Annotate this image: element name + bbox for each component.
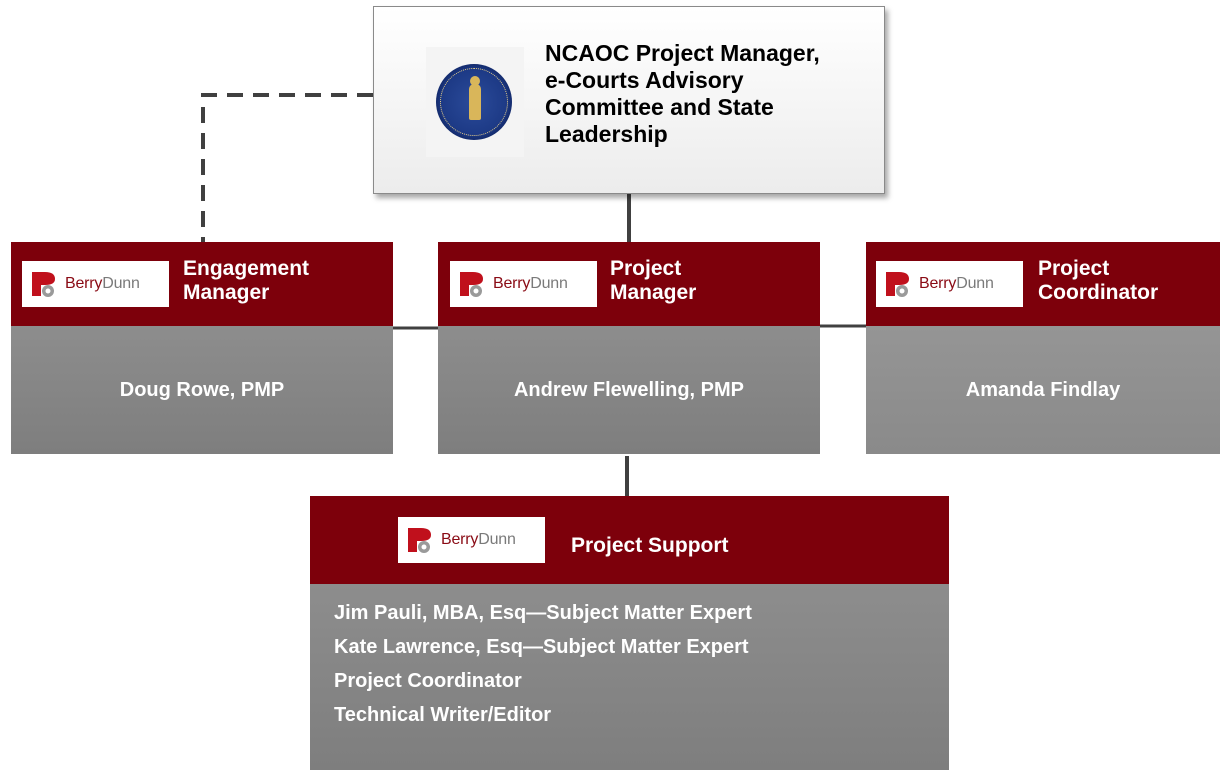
berrydunn-logo: BerryDunn: [22, 261, 169, 307]
project-manager-title: Project Manager: [610, 257, 697, 304]
dashed-connector: [201, 93, 373, 242]
engagement-manager-header: BerryDunn Engagement Manager: [11, 242, 393, 326]
berrydunn-logo: BerryDunn: [876, 261, 1023, 307]
leadership-box: NCAOC Project Manager, e-Courts Advisory…: [373, 6, 885, 194]
list-item: Technical Writer/Editor: [334, 704, 552, 726]
project-coordinator-title: Project Coordinator: [1038, 257, 1159, 304]
project-manager-header: BerryDunn Project Manager: [438, 242, 820, 326]
berrydunn-logo-icon: [32, 272, 55, 297]
project-support-members: Jim Pauli, MBA, Esq—Subject Matter Exper…: [310, 584, 949, 770]
project-manager-name: Andrew Flewelling, PMP: [438, 326, 820, 454]
berrydunn-logo-icon: [408, 528, 431, 553]
seal-container: [426, 47, 524, 157]
berrydunn-logo: BerryDunn: [398, 517, 545, 563]
court-seal-icon: [436, 64, 512, 140]
engagement-manager-title: Engagement Manager: [183, 257, 310, 304]
leadership-title: NCAOC Project Manager, e-Courts Advisory…: [545, 40, 820, 147]
engagement-manager-name: Doug Rowe, PMP: [11, 326, 393, 454]
berrydunn-logo-icon: [460, 272, 483, 297]
berrydunn-logo-icon: [886, 272, 909, 297]
project-coordinator-name: Amanda Findlay: [866, 326, 1220, 454]
list-item: Jim Pauli, MBA, Esq—Subject Matter Exper…: [334, 602, 752, 624]
list-item: Kate Lawrence, Esq—Subject Matter Expert: [334, 636, 749, 658]
project-support-title: Project Support: [571, 534, 729, 557]
berrydunn-logo: BerryDunn: [450, 261, 597, 307]
project-coordinator-header: BerryDunn Project Coordinator: [866, 242, 1220, 326]
list-item: Project Coordinator: [334, 670, 522, 692]
project-support-header: BerryDunn Project Support: [310, 496, 949, 584]
